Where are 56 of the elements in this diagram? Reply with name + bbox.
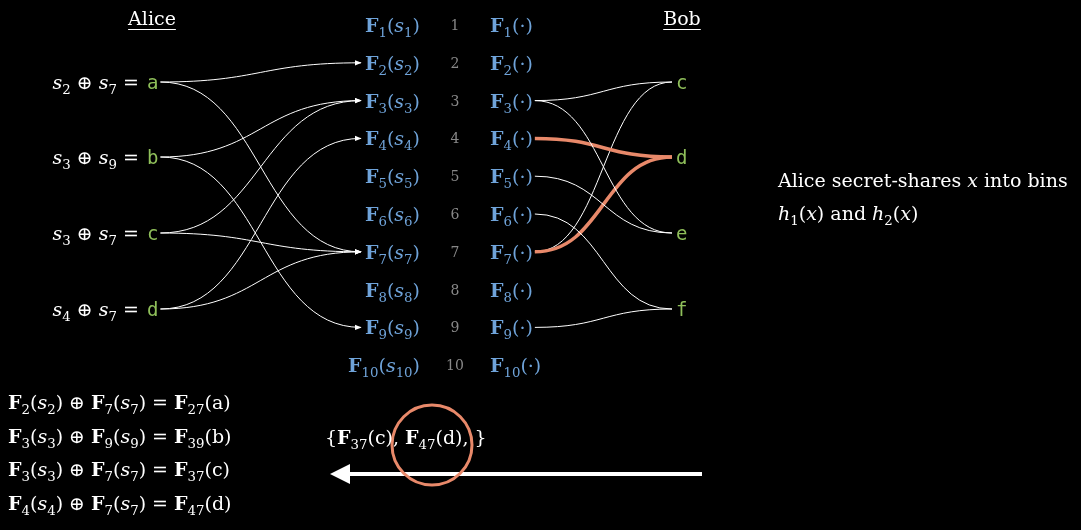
row-number: 10 [446, 356, 464, 376]
variable-label: d [147, 295, 159, 323]
connector [159, 156, 362, 330]
connector [159, 98, 362, 234]
equation-label: s$_{2}$ ⊕ s$_{7}$ = [52, 70, 139, 96]
heading: Bob [663, 6, 701, 31]
function-term: F$_{3}$(s$_{3}$) [364, 86, 420, 115]
row-number: 9 [450, 318, 460, 338]
function-term: F$_{5}$(s$_{5}$) [364, 162, 420, 191]
row-number: 1 [450, 16, 460, 35]
function-term: F$_{8}$(s$_{8}$) [364, 275, 420, 304]
function-term: F$_{2}$(·) [490, 48, 533, 77]
function-term: F$_{1}$(·) [490, 11, 533, 39]
connector [534, 155, 673, 254]
function-term: F$_{9}$(s$_{9}$) [364, 313, 420, 342]
row-number: 3 [450, 91, 460, 111]
row-number: 7 [450, 242, 460, 262]
row-number: 4 [450, 129, 460, 149]
function-term: F$_{7}$(·) [490, 237, 533, 266]
variable-label: c [676, 68, 688, 96]
function-term: F$_{4}$(s$_{4}$) [364, 124, 420, 153]
function-term: F$_{6}$(·) [490, 200, 533, 228]
function-term: F$_{10}$(s$_{10}$) [348, 351, 420, 380]
connector [534, 308, 673, 328]
function-term: F$_{1}$(s$_{1}$) [364, 11, 420, 39]
equation-label: F$_{2}$(s$_{2}$) ⊕ F$_{7}$(s$_{7}$) = F$_{27}$(a) [8, 390, 231, 416]
caption-text: Alice secret-shares x into bins h$_{1}$(x) and h$_{2}$(x) [778, 168, 1069, 230]
function-term: F$_{9}$(·) [490, 313, 533, 342]
function-term: F$_{5}$(·) [490, 162, 533, 191]
function-term: F$_{10}$(·) [490, 351, 542, 380]
variable-label: b [147, 143, 159, 171]
function-term: F$_{8}$(·) [490, 275, 533, 304]
function-term: F$_{7}$(s$_{7}$) [364, 237, 420, 266]
connector [159, 249, 362, 310]
equation-label: s$_{4}$ ⊕ s$_{7}$ = [52, 297, 139, 323]
function-term: F$_{4}$(·) [490, 124, 533, 153]
function-term: F$_{2}$(s$_{2}$) [364, 48, 420, 77]
equation-label: F$_{3}$(s$_{3}$) ⊕ F$_{7}$(s$_{7}$) = F$_{37}$(c) [8, 457, 230, 483]
heading: Alice [128, 6, 176, 31]
equation-label: s$_{3}$ ⊕ s$_{7}$ = [52, 221, 139, 247]
equation-label: F$_{4}$(s$_{4}$) ⊕ F$_{7}$(s$_{7}$) = F$_{47}$(d) [8, 491, 232, 517]
variable-label: c [147, 219, 159, 247]
equation-label: s$_{3}$ ⊕ s$_{9}$ = [52, 145, 139, 171]
row-number: 6 [450, 205, 460, 224]
variable-label: d [676, 143, 688, 171]
row-number: 5 [450, 167, 460, 187]
variable-label: e [676, 219, 688, 247]
variable-label: f [676, 295, 688, 323]
variable-label: a [147, 68, 159, 96]
function-term: F$_{6}$(s$_{6}$) [364, 200, 420, 228]
equation-label: F$_{3}$(s$_{3}$) ⊕ F$_{9}$(s$_{9}$) = F$_{39}$(b) [8, 424, 232, 450]
connector [159, 60, 362, 83]
row-number: 2 [450, 53, 460, 73]
connector [534, 175, 673, 234]
row-number: 8 [450, 280, 460, 300]
function-term: F$_{3}$(·) [490, 86, 533, 115]
